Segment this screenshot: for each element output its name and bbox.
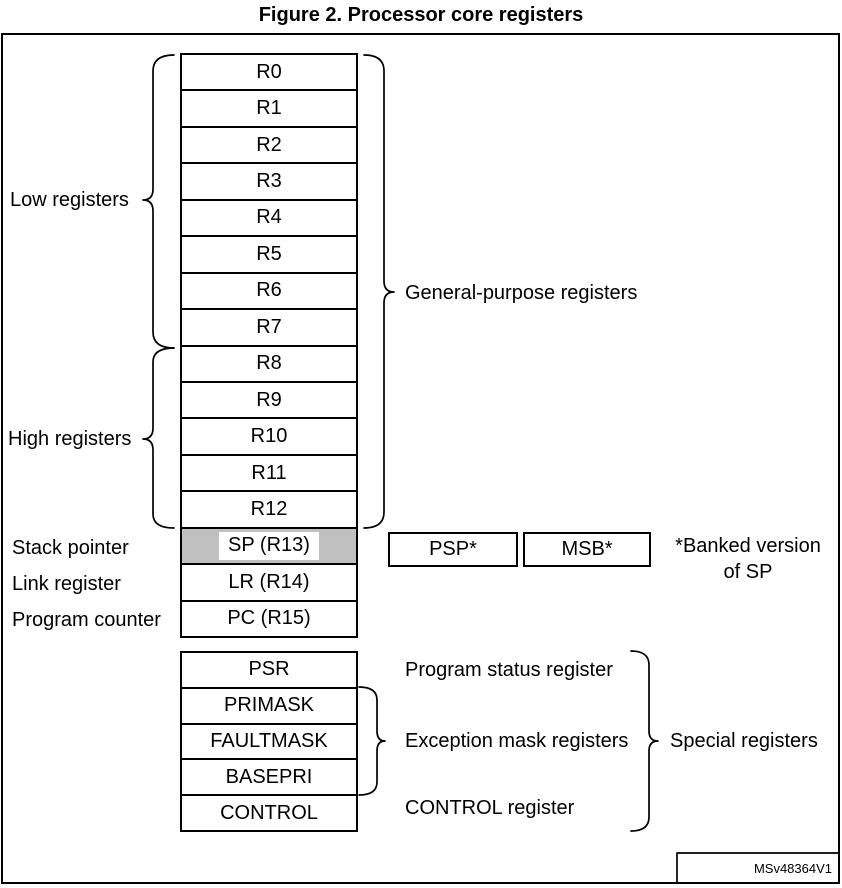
register-row-r4: R4 bbox=[182, 201, 356, 238]
label-stack-pointer: Stack pointer bbox=[12, 537, 129, 559]
msb-box: MSB* bbox=[523, 532, 651, 567]
register-row-control: CONTROL bbox=[182, 796, 356, 830]
register-label: LR (R14) bbox=[228, 570, 310, 593]
psp-label: PSP* bbox=[429, 538, 477, 560]
special-register-stack: PSR PRIMASK FAULTMASK BASEPRI CONTROL bbox=[180, 651, 358, 832]
register-stack: R0 R1 R2 R3 R4 R5 R6 R7 R8 R9 R10 R11 R1… bbox=[180, 53, 358, 638]
register-label: R7 bbox=[256, 315, 282, 338]
register-label: R12 bbox=[250, 497, 288, 520]
register-label: FAULTMASK bbox=[210, 729, 328, 752]
register-row-primask: PRIMASK bbox=[182, 689, 356, 725]
label-exception-mask: Exception mask registers bbox=[405, 730, 629, 752]
register-row-sp: SP (R13) bbox=[182, 528, 356, 566]
register-label: R6 bbox=[256, 279, 282, 302]
register-row-r0: R0 bbox=[182, 55, 356, 92]
sp-label-plate: SP (R13) bbox=[219, 531, 319, 560]
figure-frame bbox=[1, 33, 840, 884]
register-label: R8 bbox=[256, 352, 282, 375]
register-label: R5 bbox=[256, 242, 282, 265]
register-label: CONTROL bbox=[220, 801, 318, 824]
label-control-register: CONTROL register bbox=[405, 797, 575, 819]
register-label: BASEPRI bbox=[225, 765, 313, 788]
register-label: R0 bbox=[256, 60, 282, 83]
register-row-r1: R1 bbox=[182, 91, 356, 128]
figure-version-tag: MSv48364V1 bbox=[753, 861, 832, 876]
register-row-r11: R11 bbox=[182, 456, 356, 493]
register-label: R11 bbox=[251, 461, 287, 484]
psp-box: PSP* bbox=[388, 532, 518, 567]
register-row-r2: R2 bbox=[182, 128, 356, 165]
label-high-registers: High registers bbox=[8, 428, 132, 450]
label-link-register: Link register bbox=[12, 573, 121, 595]
register-label: R3 bbox=[256, 170, 282, 193]
register-label: R9 bbox=[256, 388, 282, 411]
register-row-r8: R8 bbox=[182, 347, 356, 383]
figure-title: Figure 2. Processor core registers bbox=[258, 4, 584, 26]
register-row-r3: R3 bbox=[182, 164, 356, 201]
banked-note-line1: *Banked version bbox=[675, 535, 821, 557]
register-row-basepri: BASEPRI bbox=[182, 760, 356, 797]
register-row-pc: PC (R15) bbox=[182, 602, 356, 636]
register-label: PSR bbox=[248, 658, 290, 681]
register-row-r12: R12 bbox=[182, 492, 356, 529]
banked-note-line2: of SP bbox=[723, 561, 773, 583]
register-row-r9: R9 bbox=[182, 383, 356, 420]
register-label: R10 bbox=[250, 425, 288, 448]
register-label: PC (R15) bbox=[227, 607, 311, 630]
register-row-r10: R10 bbox=[182, 419, 356, 456]
label-program-status: Program status register bbox=[405, 659, 613, 681]
msb-label: MSB* bbox=[561, 538, 613, 560]
label-special-registers: Special registers bbox=[670, 730, 818, 752]
register-row-r7: R7 bbox=[182, 310, 356, 347]
label-program-counter: Program counter bbox=[12, 609, 161, 631]
register-label: R1 bbox=[256, 97, 282, 120]
register-label: R2 bbox=[256, 133, 282, 156]
register-row-faultmask: FAULTMASK bbox=[182, 725, 356, 761]
label-general-purpose: General-purpose registers bbox=[405, 282, 638, 304]
register-row-psr: PSR bbox=[182, 653, 356, 689]
label-low-registers: Low registers bbox=[10, 189, 129, 211]
banked-version-note: *Banked version of SP bbox=[662, 533, 834, 585]
register-row-r6: R6 bbox=[182, 274, 356, 311]
register-label: PRIMASK bbox=[223, 694, 315, 717]
register-label: SP (R13) bbox=[228, 534, 310, 557]
register-label: R4 bbox=[256, 206, 282, 229]
register-row-r5: R5 bbox=[182, 237, 356, 274]
register-row-lr: LR (R14) bbox=[182, 565, 356, 602]
